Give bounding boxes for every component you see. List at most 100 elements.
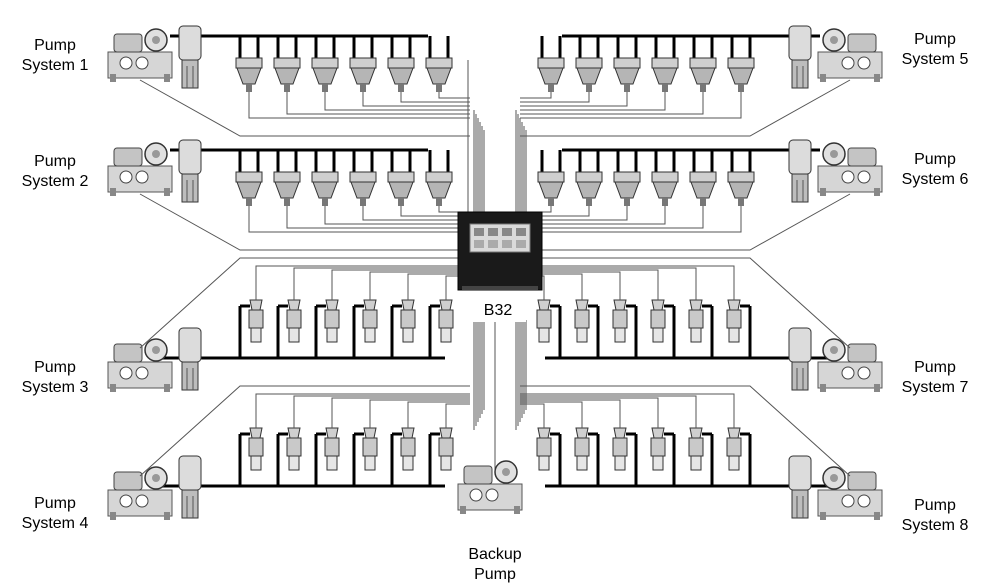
filter-body <box>181 489 199 519</box>
control-wire <box>362 92 470 107</box>
loader-head <box>287 427 301 439</box>
hopper-cone <box>274 181 300 199</box>
hopper-receiver <box>425 171 453 206</box>
filter-unit <box>788 327 812 391</box>
hopper-receiver <box>727 171 755 206</box>
loader-body <box>324 437 340 457</box>
loader-body <box>688 437 704 457</box>
hopper-outlet <box>398 84 404 92</box>
control-wire <box>520 399 621 428</box>
control-wire <box>520 393 735 428</box>
material-loader <box>248 427 264 471</box>
hopper-cone <box>312 67 338 85</box>
hopper-lid <box>689 57 717 69</box>
pump-wire <box>139 257 470 349</box>
control-wire <box>520 206 628 221</box>
hopper-outlet <box>586 84 592 92</box>
hopper-receiver <box>311 57 339 92</box>
hopper-outlet <box>738 84 744 92</box>
loader-receiver <box>652 455 664 471</box>
pump-hub <box>830 36 838 44</box>
pump-foot <box>820 384 826 392</box>
pump-motor <box>847 343 877 363</box>
control-wire <box>520 206 590 217</box>
pump-foot <box>820 188 826 196</box>
hopper-lid <box>235 57 263 69</box>
pump-foot <box>874 74 880 82</box>
loader-head <box>613 299 627 311</box>
filter-body <box>791 489 809 519</box>
control-wire <box>520 206 552 213</box>
control-wire <box>520 206 704 229</box>
backup-pump <box>457 460 523 514</box>
loader-receiver <box>288 455 300 471</box>
pump-port <box>135 366 149 380</box>
hopper-outlet <box>700 198 706 206</box>
hopper-lid <box>575 171 603 183</box>
control-wire <box>520 92 742 119</box>
hopper-outlet <box>436 84 442 92</box>
control-wire <box>293 267 470 300</box>
control-wire <box>520 92 552 99</box>
filter-top <box>178 455 202 491</box>
loader-receiver <box>364 327 376 343</box>
control-wire <box>362 206 470 221</box>
hopper-cone <box>236 181 262 199</box>
hopper-receiver <box>349 171 377 206</box>
hopper-lid <box>613 171 641 183</box>
loader-body <box>362 309 378 329</box>
loader-receiver <box>440 455 452 471</box>
control-wire <box>369 271 470 300</box>
material-loader <box>248 299 264 343</box>
pump-motor <box>847 33 877 53</box>
pump-port <box>841 494 855 508</box>
pump-hub <box>152 346 160 354</box>
loader-body <box>650 309 666 329</box>
pump-foot <box>110 74 116 82</box>
hopper-outlet <box>738 198 744 206</box>
pump-wire <box>139 79 470 137</box>
hopper-receiver <box>575 57 603 92</box>
hopper-cone <box>728 67 754 85</box>
controller-display <box>502 228 512 236</box>
pump-hub <box>152 36 160 44</box>
loader-head <box>651 427 665 439</box>
control-wire <box>286 206 470 229</box>
vacuum-pump <box>817 466 883 520</box>
material-loader <box>400 427 416 471</box>
loader-receiver <box>728 327 740 343</box>
hopper-outlet <box>624 198 630 206</box>
filter-unit <box>178 327 202 391</box>
loader-body <box>362 437 378 457</box>
pump-foot <box>514 506 520 514</box>
hopper-receiver <box>349 57 377 92</box>
controller-display <box>474 228 484 236</box>
hopper-cone <box>728 181 754 199</box>
hopper-cone <box>652 67 678 85</box>
hopper-receiver <box>575 171 603 206</box>
pump-wire <box>139 193 470 251</box>
pump-port <box>135 494 149 508</box>
hopper-receiver <box>311 171 339 206</box>
material-loader <box>362 299 378 343</box>
material-loader <box>612 427 628 471</box>
material-loader <box>438 299 454 343</box>
pump-port <box>119 494 133 508</box>
loader-receiver <box>288 327 300 343</box>
pump-port <box>135 170 149 184</box>
hopper-outlet <box>586 198 592 206</box>
control-wire <box>255 265 470 300</box>
controller-display <box>488 228 498 236</box>
pump-foot <box>874 512 880 520</box>
filter-unit <box>788 25 812 89</box>
pump-hub <box>152 474 160 482</box>
hopper-outlet <box>436 198 442 206</box>
loader-body <box>574 437 590 457</box>
hopper-cone <box>274 67 300 85</box>
control-wire <box>286 92 470 115</box>
hopper-lid <box>349 57 377 69</box>
control-wire <box>248 92 470 119</box>
